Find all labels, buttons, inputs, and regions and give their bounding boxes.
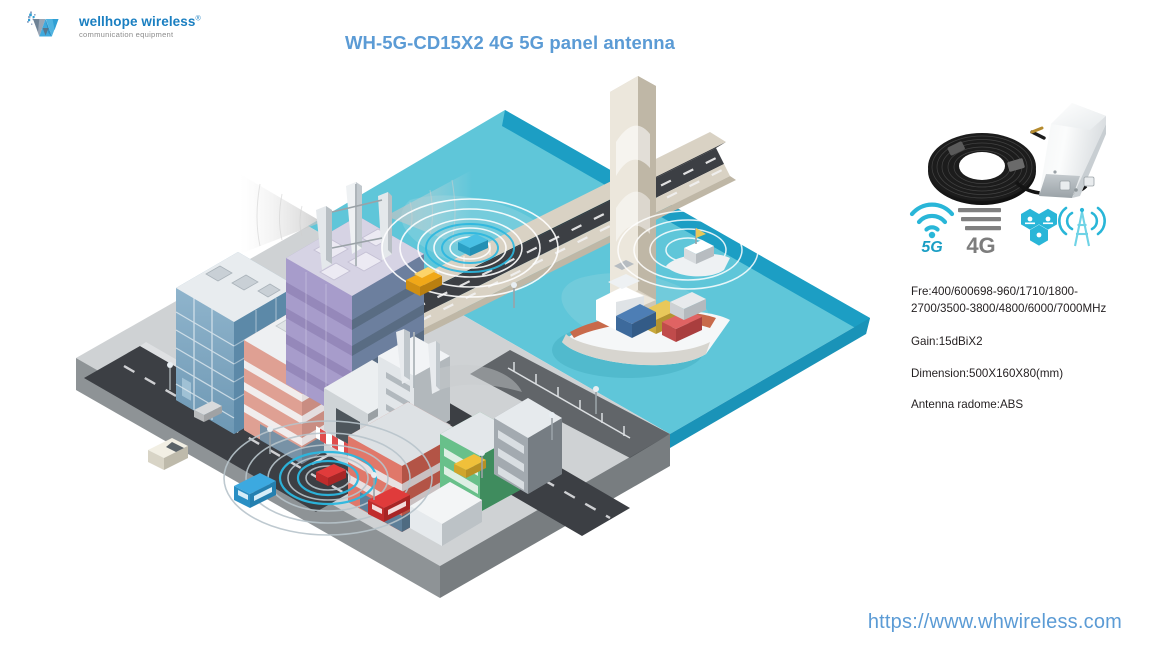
5g-wifi-dot — [928, 231, 936, 239]
waterfront-railing — [507, 362, 631, 439]
vehicle-bus-blue — [234, 473, 276, 508]
spec-dimension: Dimension:500X160X80(mm) — [911, 366, 1064, 380]
car-signal-rings-bridge — [381, 198, 559, 298]
page-title: WH-5G-CD15X2 4G 5G panel antenna — [344, 32, 676, 53]
specifications-block: Fre:400/600698-960/1710/1800-2700/3500-3… — [911, 284, 1126, 429]
vehicles — [148, 267, 486, 522]
product-image — [920, 78, 1115, 213]
vehicle-car-grey — [194, 401, 222, 422]
building-grey-right — [494, 398, 562, 494]
vehicle-car-yellow — [454, 454, 486, 478]
panel-antenna-body — [1039, 103, 1106, 198]
website-url[interactable]: https://www.whwireless.com — [867, 611, 1122, 633]
technology-badges: 5G 4G — [908, 196, 1106, 258]
spec-gain: Gain:15dBiX2 — [911, 335, 983, 348]
logo-company-name: wellhope wireless® — [79, 13, 201, 29]
cell-tower-icon — [1058, 206, 1106, 236]
cargo-containers — [616, 292, 706, 342]
building-white-podium — [410, 482, 482, 546]
street-lamps — [167, 282, 599, 500]
vehicle-bus-red — [368, 487, 410, 522]
brand-logo: wellhope wireless® communication equipme… — [26, 10, 201, 44]
badge-label-5g: 5G — [921, 239, 942, 256]
isometric-smart-city-illustration — [76, 50, 900, 610]
4g-signal-icon — [958, 208, 1001, 231]
antenna-cable-coil — [928, 126, 1088, 205]
car-signal-rings-street — [223, 420, 433, 536]
container-ship — [552, 260, 730, 378]
logo-tagline: communication equipment — [79, 30, 174, 40]
rooftop-cell-antennas — [316, 182, 392, 270]
vehicle-taxi — [406, 267, 442, 296]
small-boat — [617, 210, 759, 290]
wellhope-w-logo-icon — [26, 10, 72, 44]
badge-label-4g: 4G — [966, 233, 995, 258]
rooftop-antennas-secondary — [396, 329, 440, 394]
registered-mark: ® — [195, 15, 201, 23]
logo-wordmark: wellhope wireless® communication equipme… — [79, 15, 201, 39]
iot-hexagon-icon — [1021, 208, 1057, 246]
vehicle-van-white — [148, 438, 188, 470]
spec-frequency: Fre:400/600698-960/1710/1800-2700/3500-3… — [911, 285, 1107, 315]
5g-wifi-icon — [909, 202, 955, 232]
spec-radome: Antenna radome:ABS — [911, 398, 1024, 411]
